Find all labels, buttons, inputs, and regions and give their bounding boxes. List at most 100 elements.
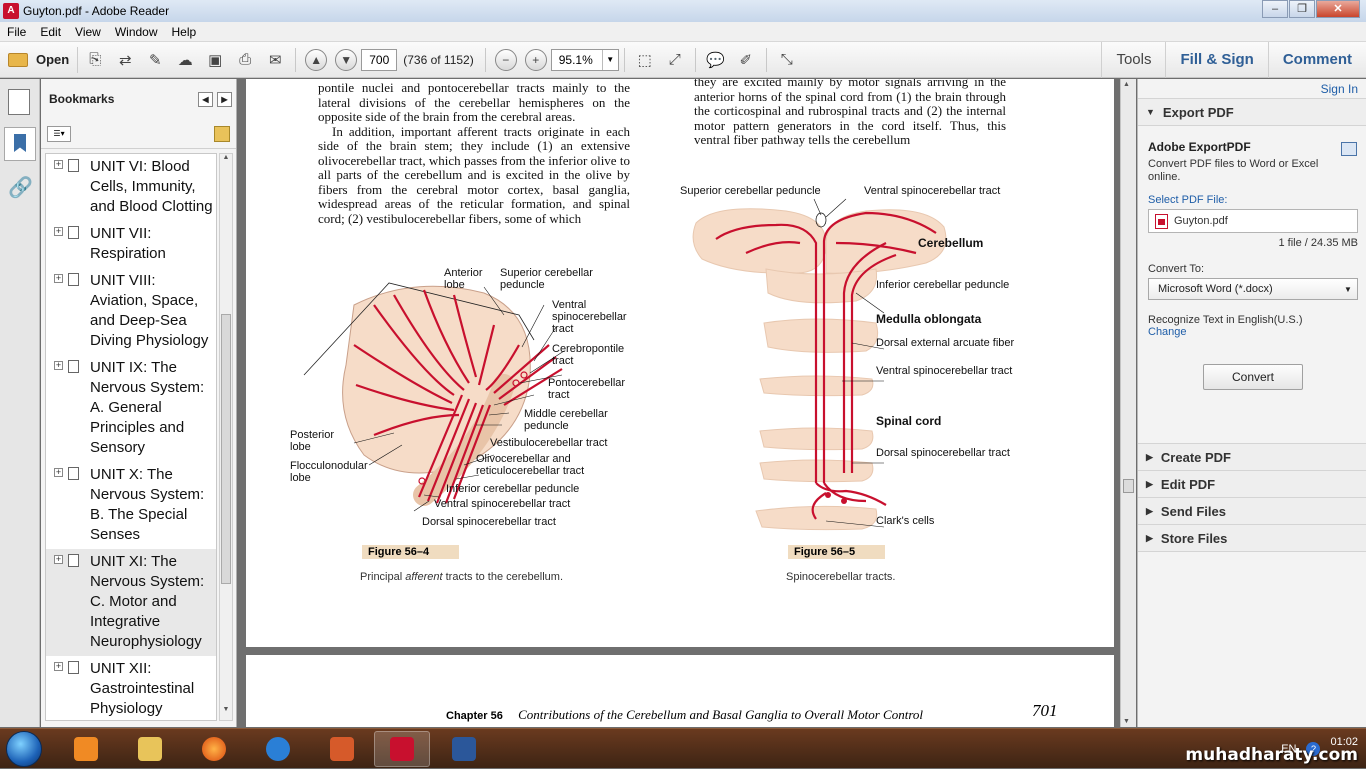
create-pdf-icon[interactable]: ⎘: [89, 51, 102, 68]
document-view[interactable]: pontile nuclei and pontocerebellar tract…: [238, 79, 1120, 727]
taskbar-adobe-reader[interactable]: [374, 731, 430, 767]
change-language-link[interactable]: Change: [1148, 326, 1187, 338]
bookmark-unit-12[interactable]: + UNIT XII: Gastrointestinal Physiology: [54, 660, 195, 717]
export-pdf-icon: [1341, 142, 1357, 156]
highlight-icon[interactable]: ✐: [739, 51, 753, 69]
scroll-down-icon[interactable]: ▼: [1123, 718, 1130, 725]
bookmark-unit-9[interactable]: + UNIT IX: The Nervous System: A. Genera…: [54, 359, 205, 456]
edit-icon[interactable]: ✎: [148, 51, 162, 69]
bookmark-unit-6[interactable]: + UNIT VI: Blood Cells, Immunity, and Bl…: [54, 158, 213, 215]
selected-file-field[interactable]: Guyton.pdf: [1148, 209, 1358, 233]
upload-icon[interactable]: ☁: [177, 51, 193, 69]
taskbar-explorer[interactable]: [122, 731, 178, 767]
convert-button[interactable]: Convert: [1203, 364, 1303, 390]
document-scrollbar[interactable]: ▲ ▼: [1120, 79, 1136, 727]
scroll-up-icon[interactable]: ▲: [1123, 81, 1130, 88]
scroll-up-icon[interactable]: ▲: [222, 154, 230, 161]
menu-help[interactable]: Help: [171, 24, 197, 39]
create-pdf-header[interactable]: ▶ Create PDF: [1138, 444, 1366, 471]
expand-icon[interactable]: +: [54, 273, 63, 283]
edit-pdf-header[interactable]: ▶ Edit PDF: [1138, 471, 1366, 498]
next-page-icon[interactable]: ▼: [335, 48, 358, 71]
comment-bubble-icon[interactable]: 💬: [706, 51, 726, 69]
print-icon[interactable]: ⎙: [239, 51, 252, 68]
convert-format-select[interactable]: Microsoft Word (*.docx) ▼: [1148, 278, 1358, 300]
text-column-left: pontile nuclei and pontocerebellar tract…: [318, 80, 630, 226]
page-thumbnails-icon[interactable]: [8, 89, 30, 115]
label-vestibulocerebellar: Vestibulocerebellar tract: [490, 437, 608, 449]
export-pdf-panel: Adobe ExportPDF Convert PDF files to Wor…: [1138, 126, 1366, 444]
watermark-text: muhadharaty.com: [1185, 745, 1358, 765]
expand-icon[interactable]: +: [54, 226, 63, 236]
collapse-panel-icon[interactable]: ◀: [198, 91, 213, 107]
label-cerebellum: Cerebellum: [918, 236, 984, 250]
fill-sign-button[interactable]: Fill & Sign: [1165, 42, 1267, 78]
bookmark-unit-11[interactable]: + UNIT XI: The Nervous System: C. Motor …: [46, 549, 216, 656]
taskbar-powerpoint[interactable]: [314, 731, 370, 767]
previous-page-icon[interactable]: ▲: [305, 48, 328, 71]
help-icon[interactable]: ?: [1306, 742, 1321, 756]
bookmarks-scrollbar[interactable]: ▲ ▼: [219, 153, 233, 721]
options-menu-icon[interactable]: ☰▾: [47, 125, 71, 142]
start-button[interactable]: [6, 731, 42, 767]
taskbar-media-player[interactable]: [58, 731, 114, 767]
read-mode-icon[interactable]: ⤡: [780, 51, 793, 68]
bookmark-unit-7[interactable]: + UNIT VII: Respiration: [54, 225, 166, 262]
toolbar-right: Tools Fill & Sign Comment: [1101, 42, 1366, 78]
minimize-button[interactable]: –: [1262, 0, 1288, 18]
zoom-select[interactable]: 95.1% ▼: [550, 48, 619, 71]
expand-icon[interactable]: +: [54, 360, 63, 370]
menu-view[interactable]: View: [75, 24, 101, 39]
expand-panel-icon[interactable]: ▶: [217, 91, 232, 107]
fit-width-icon[interactable]: ⤢: [668, 51, 681, 68]
convert-icon[interactable]: ⇄: [118, 51, 132, 69]
email-icon[interactable]: ✉: [268, 51, 282, 69]
clock[interactable]: 01:02: [1330, 736, 1358, 748]
toolbar-divider: [623, 47, 625, 72]
menu-edit[interactable]: Edit: [40, 24, 62, 39]
save-icon[interactable]: ▣: [208, 51, 223, 69]
sign-in-link[interactable]: Sign In: [1138, 79, 1366, 99]
expand-icon[interactable]: +: [54, 554, 63, 564]
menu-file[interactable]: File: [7, 24, 27, 39]
open-button[interactable]: Open: [8, 46, 79, 73]
bookmark-unit-8[interactable]: + UNIT VIII: Aviation, Space, and Deep-S…: [54, 272, 209, 349]
maximize-button[interactable]: ❐: [1289, 0, 1315, 18]
figure-56-4-caption: Principal afferent tracts to the cerebel…: [360, 571, 564, 583]
scroll-thumb[interactable]: [221, 314, 231, 584]
find-bookmark-icon[interactable]: [214, 125, 230, 142]
bookmarks-icon[interactable]: [4, 127, 36, 161]
close-button[interactable]: ✕: [1316, 0, 1360, 18]
export-pdf-header[interactable]: ▼ Export PDF: [1138, 99, 1366, 126]
scroll-down-icon[interactable]: ▼: [222, 706, 230, 713]
page-number-input[interactable]: 700: [361, 48, 398, 71]
taskbar-firefox[interactable]: [186, 731, 242, 767]
expand-icon[interactable]: +: [54, 467, 63, 477]
fit-page-icon[interactable]: ⬚: [637, 51, 652, 69]
send-files-header[interactable]: ▶ Send Files: [1138, 498, 1366, 525]
bookmarks-list: + UNIT VI: Blood Cells, Immunity, and Bl…: [45, 153, 217, 721]
adobe-reader-icon: A: [3, 3, 19, 19]
attachments-icon[interactable]: 🔗: [8, 177, 33, 199]
tools-button[interactable]: Tools: [1101, 42, 1165, 78]
bookmark-unit-10[interactable]: + UNIT X: The Nervous System: B. The Spe…: [54, 466, 205, 543]
language-indicator[interactable]: EN: [1281, 743, 1297, 755]
bookmarks-panel: Bookmarks ◀ ▶ ☰▾ + UNIT VI: Blood Cells,…: [41, 79, 237, 727]
zoom-out-icon[interactable]: −: [494, 48, 517, 71]
menu-window[interactable]: Window: [114, 24, 158, 39]
label-dorsal-spinocerebellar: Dorsal spinocerebellar tract: [422, 516, 556, 528]
bookmark-page-icon: [68, 273, 79, 286]
collapse-triangle-icon: ▼: [1146, 107, 1155, 117]
expand-icon[interactable]: +: [54, 159, 63, 169]
scroll-thumb[interactable]: [1123, 479, 1134, 493]
comment-button[interactable]: Comment: [1267, 42, 1366, 78]
taskbar-word[interactable]: [436, 731, 492, 767]
expand-icon[interactable]: +: [54, 661, 63, 671]
zoom-in-icon[interactable]: +: [524, 48, 547, 71]
taskbar-ie[interactable]: [250, 731, 306, 767]
pdf-page: pontile nuclei and pontocerebellar tract…: [246, 79, 1114, 647]
store-files-header[interactable]: ▶ Store Files: [1138, 525, 1366, 552]
expand-triangle-icon: ▶: [1146, 478, 1153, 489]
